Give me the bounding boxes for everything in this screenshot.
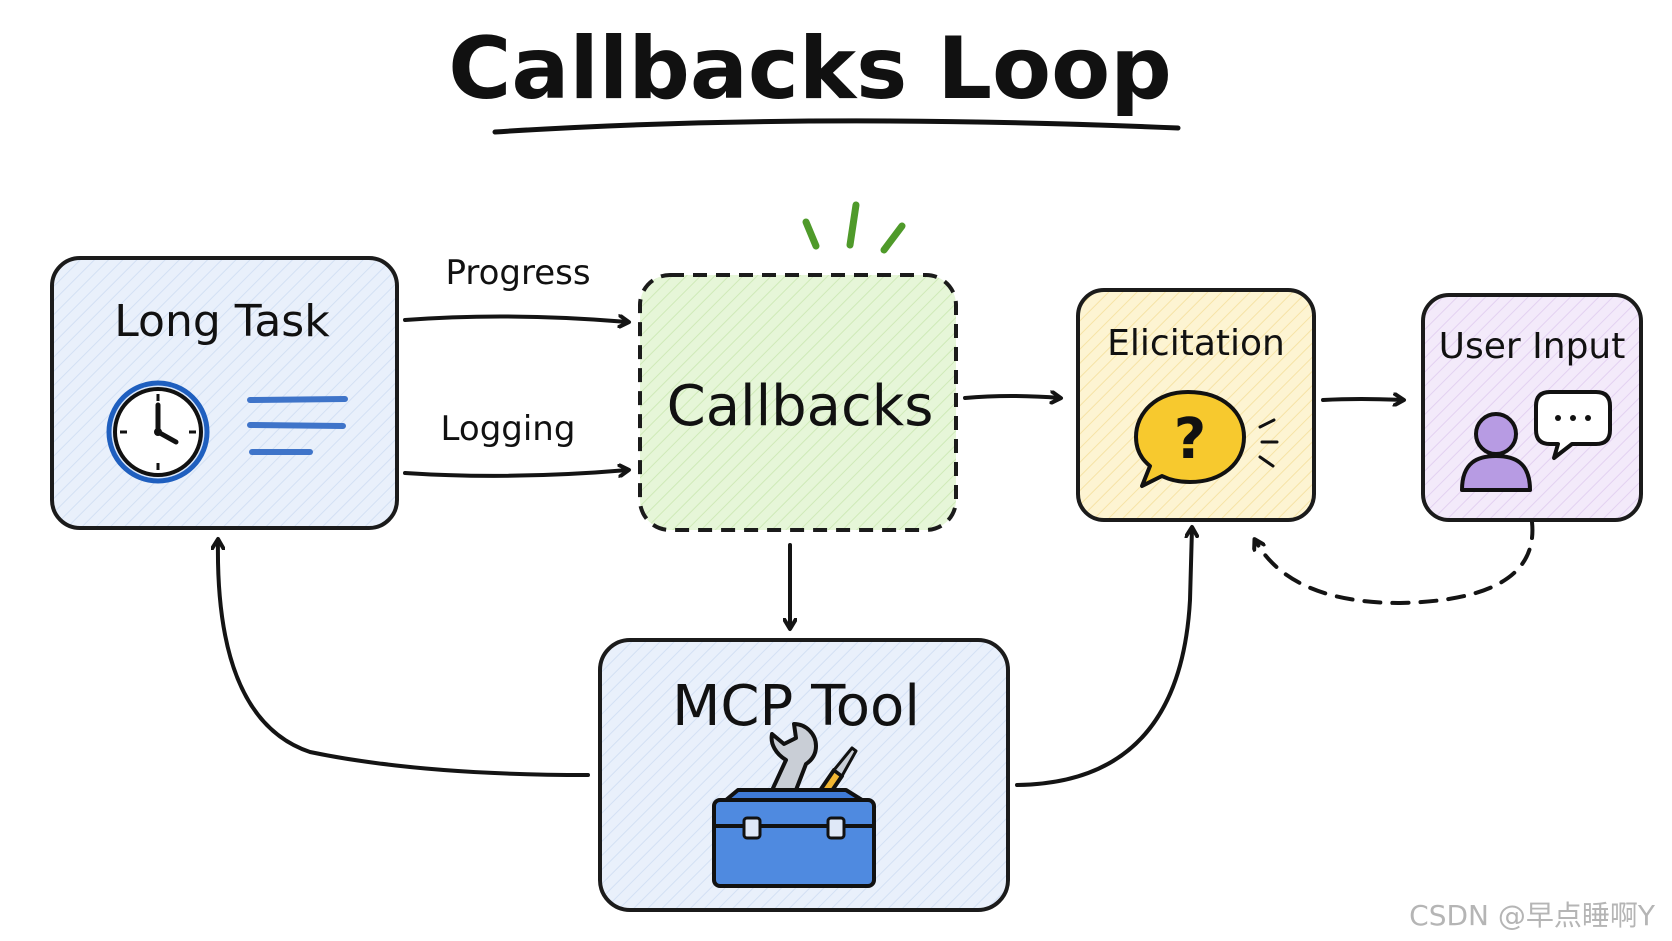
edge-callbacks-elicitation — [963, 396, 1060, 398]
edges: Progress Logging — [218, 253, 1535, 787]
burst-icon — [802, 201, 906, 254]
node-mcp-tool-box — [598, 638, 1010, 912]
user-chat-icon — [1460, 390, 1612, 492]
edge-elicitation-userinput — [1321, 399, 1403, 400]
edge-logging — [403, 470, 628, 478]
edge-mcptool-elicitation — [1015, 528, 1192, 787]
toolbox-icon — [712, 722, 876, 888]
node-long-task: Long Task — [50, 256, 399, 530]
diagram-title: Callbacks Loop — [448, 19, 1181, 135]
node-mcp-tool: MCP Tool — [598, 638, 1010, 912]
node-callbacks-label: Callbacks — [667, 374, 934, 439]
title-underline — [492, 118, 1181, 135]
text-lines-icon — [247, 396, 348, 455]
edge-label-logging: Logging — [441, 409, 576, 449]
edge-label-progress: Progress — [445, 253, 590, 293]
node-user-input-label: User Input — [1439, 326, 1626, 367]
edge-progress — [403, 316, 628, 322]
node-elicitation: Elicitation ? — [1076, 288, 1316, 522]
node-callbacks-box — [638, 273, 958, 532]
edge-mcptool-longtask — [218, 540, 590, 777]
node-callbacks: Callbacks — [638, 201, 958, 532]
clock-icon — [106, 380, 210, 484]
watermark: CSDN @早点睡啊Y — [1409, 899, 1656, 932]
svg-text:?: ? — [1174, 407, 1206, 472]
title-text: Callbacks Loop — [448, 19, 1172, 119]
edge-userinput-elicitation-dashed — [1255, 520, 1535, 605]
node-elicitation-label: Elicitation — [1107, 323, 1285, 364]
node-long-task-label: Long Task — [114, 296, 330, 347]
node-user-input: User Input — [1421, 293, 1643, 522]
question-bubble-icon: ? — [1134, 390, 1279, 488]
